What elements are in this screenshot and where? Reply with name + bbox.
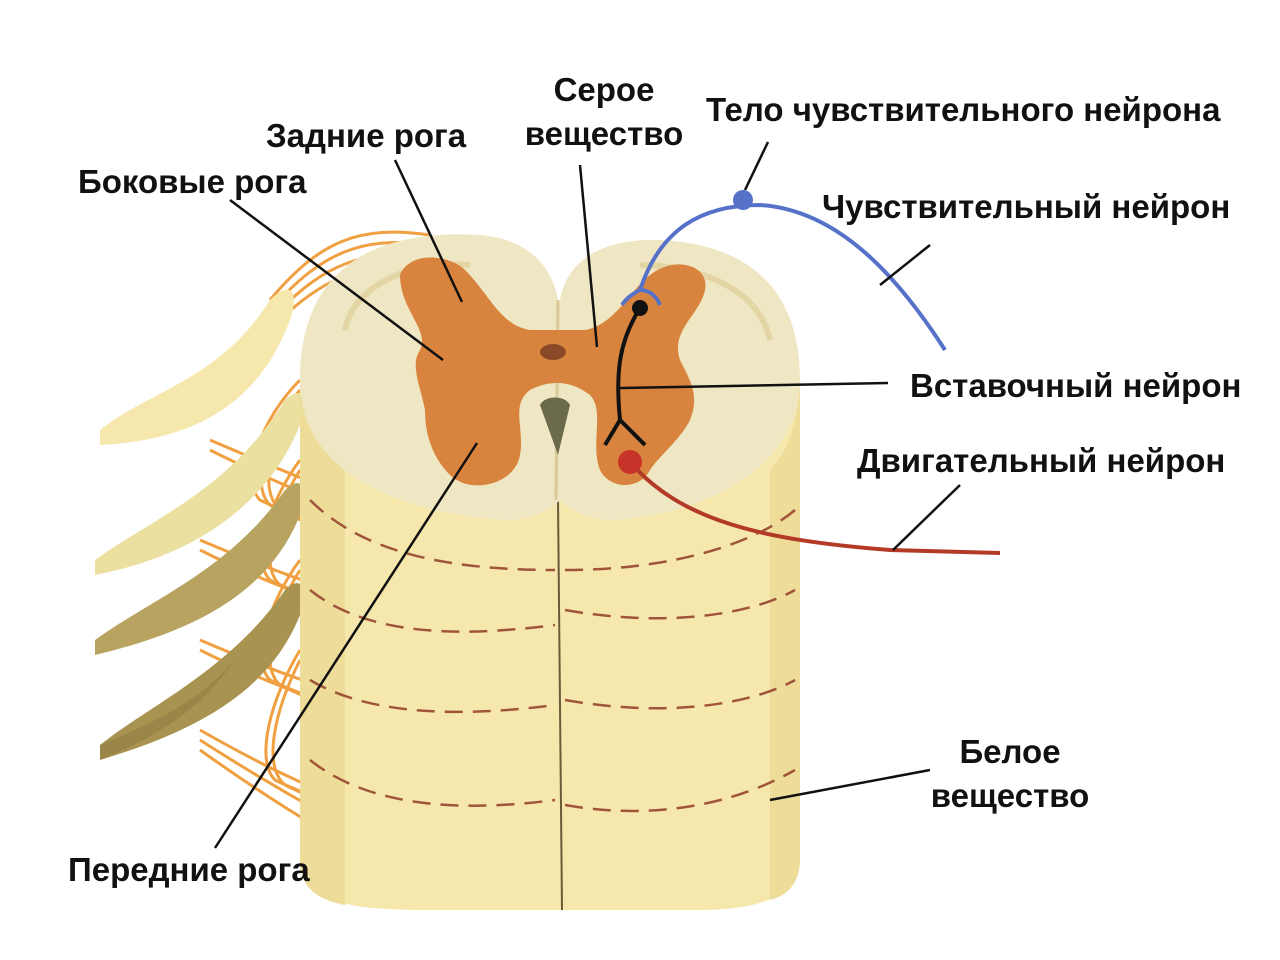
label-sensory-neuron-body: Тело чувствительного нейрона bbox=[706, 91, 1221, 128]
interneuron-fiber bbox=[603, 306, 647, 447]
label-posterior-horns: Задние рога bbox=[266, 117, 467, 154]
label-gray-matter-line2: вещество bbox=[524, 115, 684, 152]
label-lateral-horns: Боковые рога bbox=[78, 163, 307, 200]
label-white-matter-line1: Белое bbox=[959, 733, 1061, 770]
label-gray-matter-line1: Серое bbox=[553, 71, 655, 108]
label-anterior-horns: Передние рога bbox=[68, 851, 310, 888]
label-motor-neuron: Двигательный нейрон bbox=[857, 442, 1226, 479]
leader-lines bbox=[213, 141, 961, 849]
motor-neuron-fiber bbox=[628, 460, 1001, 555]
label-sensory-neuron: Чувствительный нейрон bbox=[822, 188, 1231, 225]
interneuron-body bbox=[632, 300, 648, 316]
sensory-neuron-body bbox=[733, 190, 753, 210]
label-white-matter: Белое вещество bbox=[920, 730, 1100, 818]
label-gray-matter: Серое вещество bbox=[514, 68, 694, 156]
label-white-matter-line2: вещество bbox=[930, 777, 1090, 814]
spinal-ganglia bbox=[95, 289, 305, 760]
sensory-neuron-fiber bbox=[620, 202, 947, 352]
label-interneuron: Вставочный нейрон bbox=[910, 367, 1242, 404]
motor-neuron-body bbox=[618, 450, 642, 474]
segment-boundaries bbox=[309, 499, 796, 813]
